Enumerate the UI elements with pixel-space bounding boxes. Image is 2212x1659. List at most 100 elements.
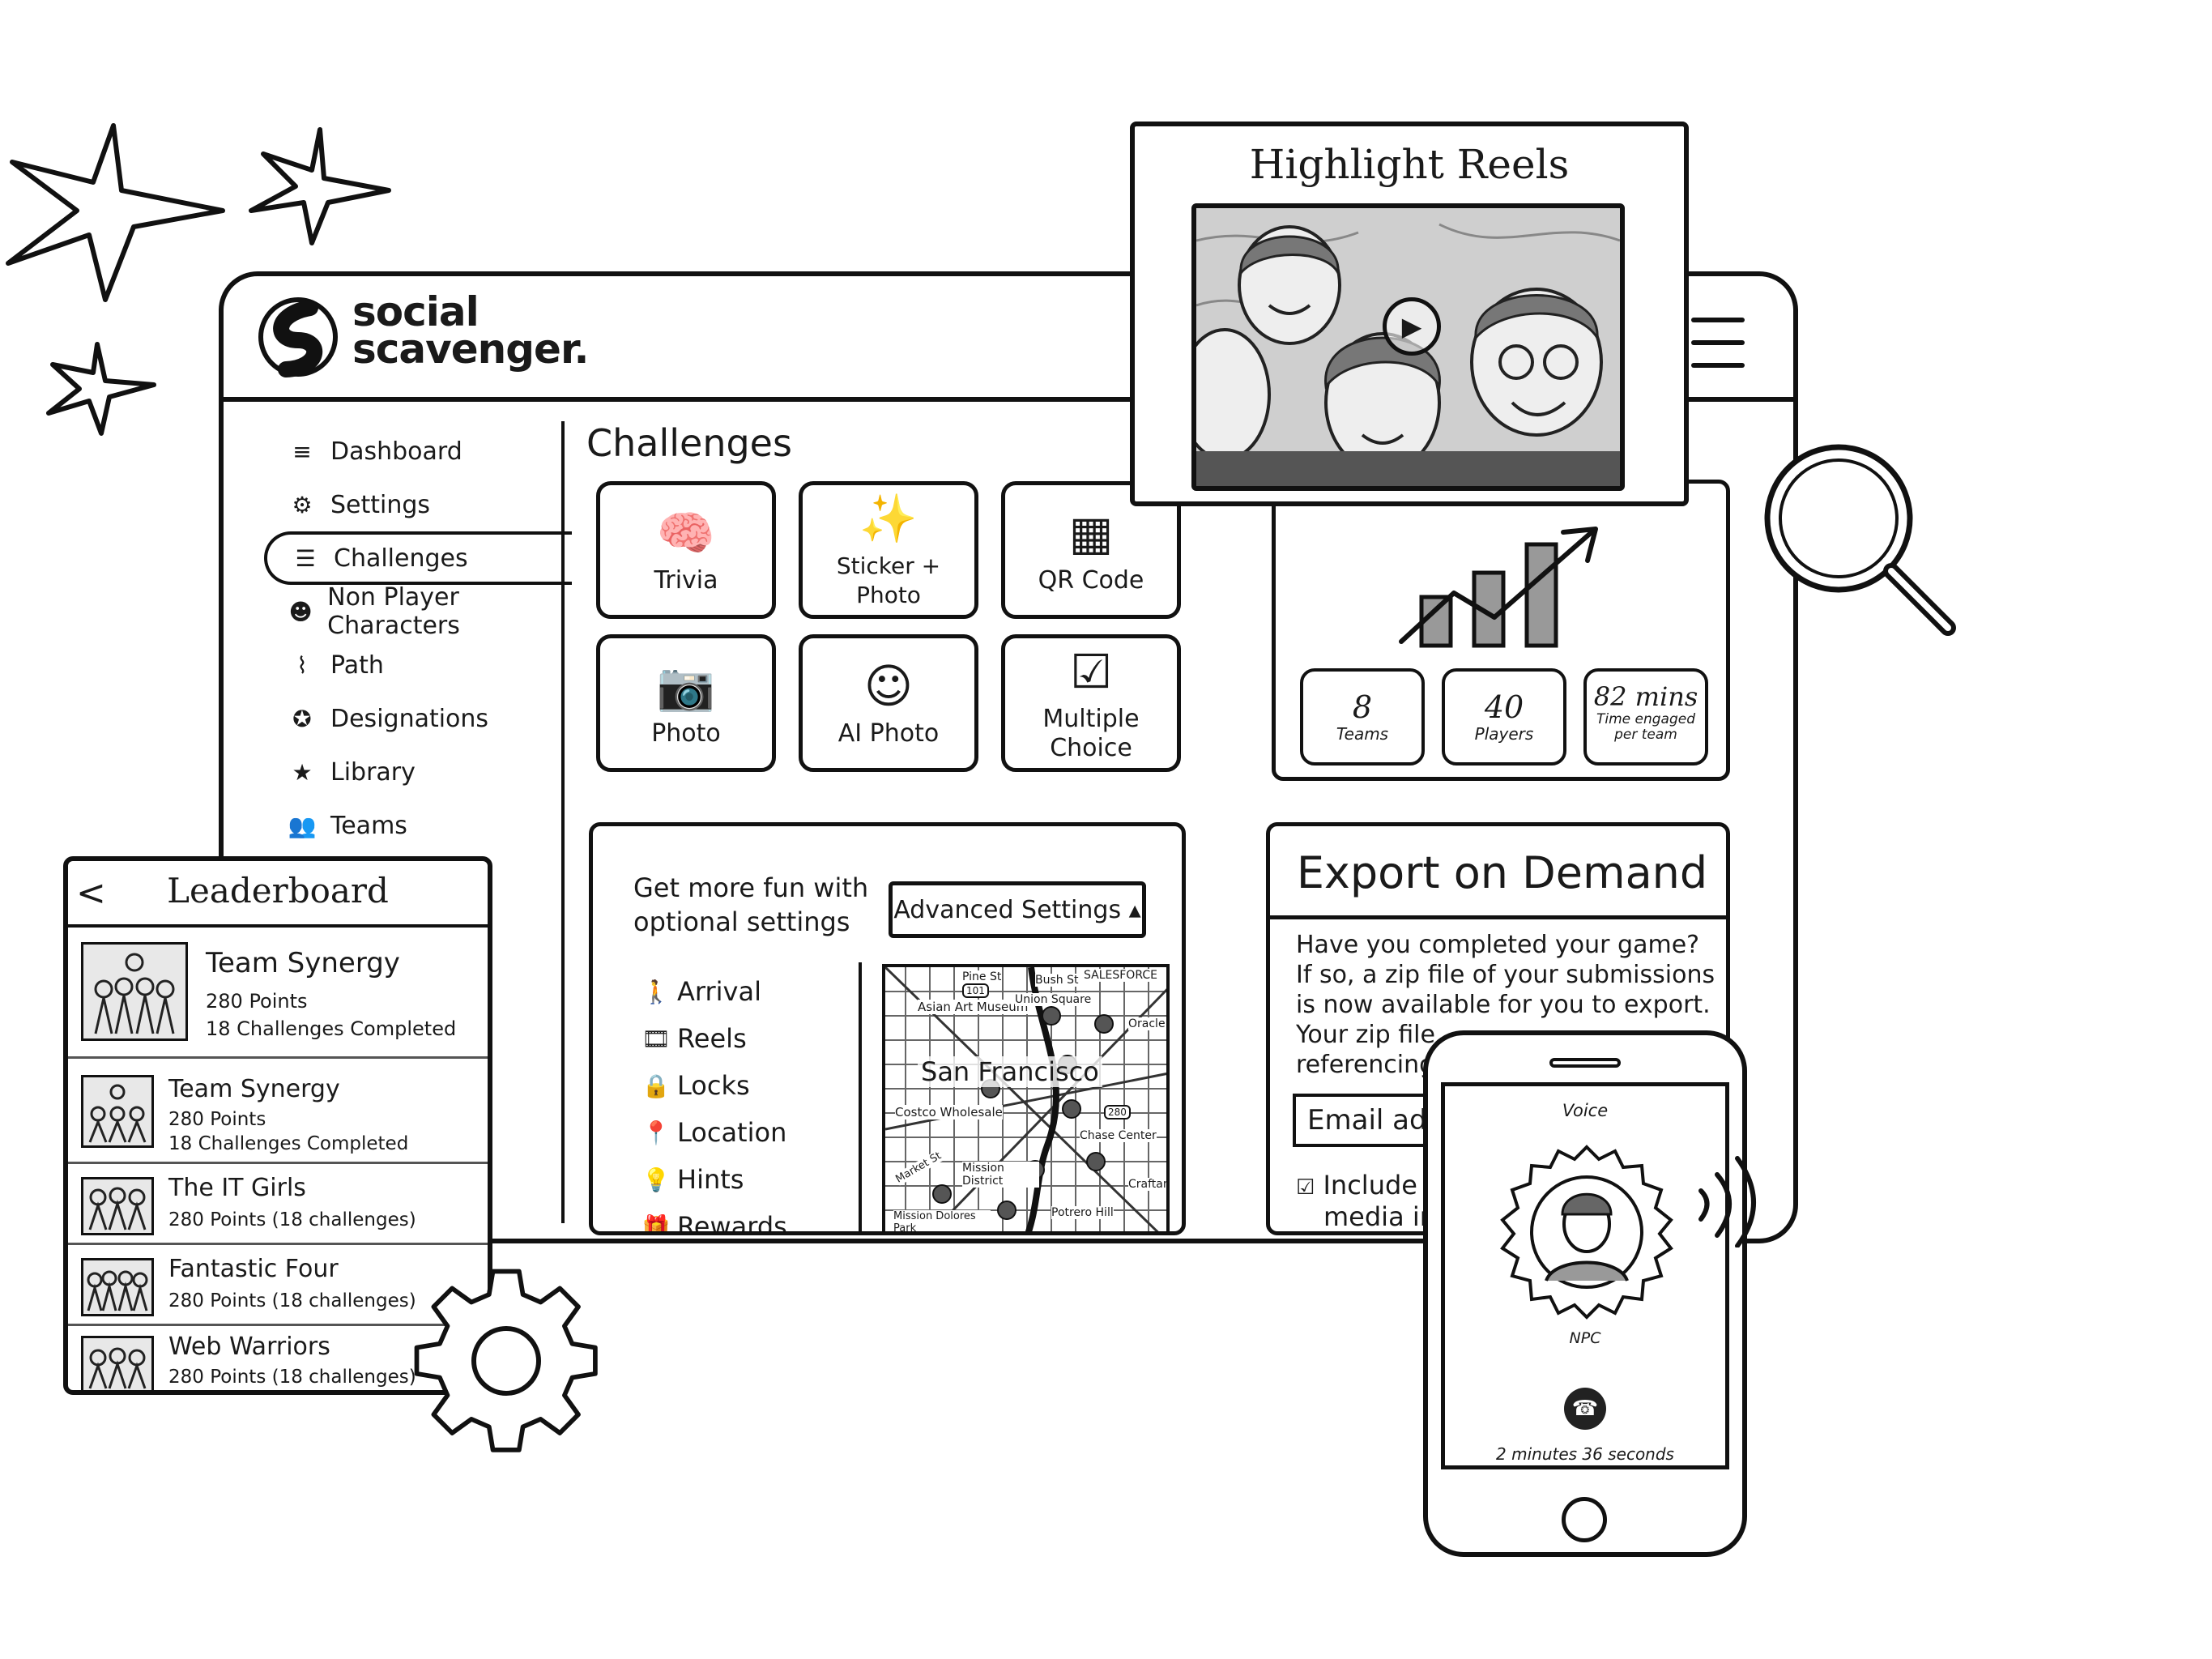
sound-waves-icon [1698, 1156, 1756, 1247]
option-reels[interactable]: 🎞Reels [641, 1015, 787, 1062]
option-location[interactable]: 📍Location [641, 1109, 787, 1156]
include-media-checkbox[interactable]: ☑ Include media in [1296, 1171, 1436, 1231]
map-highway-280: 280 [1104, 1105, 1131, 1120]
sidebar-item-dashboard[interactable]: ≡Dashboard [264, 424, 572, 478]
sidebar-item-teams[interactable]: 👥Teams [264, 799, 572, 852]
reels-video-thumbnail[interactable]: ▶ [1191, 203, 1625, 491]
option-label: Hints [677, 1164, 744, 1195]
challenge-card-ai-photo[interactable]: ☺ AI Photo [799, 634, 978, 772]
advanced-settings-button[interactable]: Advanced Settings ▴ [889, 881, 1146, 938]
brand-line-1: social [352, 288, 479, 335]
checklist-icon: ☰ [295, 544, 316, 572]
stat-value: 82 mins [1593, 681, 1698, 712]
map-city-label: San Francisco [918, 1056, 1102, 1087]
sidebar-item-challenges[interactable]: ☰Challenges [264, 531, 572, 585]
option-label: Reels [677, 1023, 747, 1054]
team-avatar [81, 1177, 154, 1235]
challenge-card-multiple-choice[interactable]: ☑ Multiple Choice [1001, 634, 1181, 772]
lightbulb-icon: 💡 [641, 1166, 671, 1193]
checkbox-icon: ☑ [1296, 1175, 1315, 1200]
header-divider [219, 397, 1798, 402]
challenge-card-label: Trivia [654, 566, 718, 595]
team-name: Team Synergy [168, 1075, 340, 1103]
map-label-dolores-park: Mission Dolores Park [893, 1210, 991, 1231]
challenge-card-label: Sticker + Photo [836, 552, 941, 608]
hang-up-icon[interactable]: ☎ [1564, 1388, 1606, 1430]
team-avatar [81, 1075, 154, 1148]
map-label-chase-center: Chase Center [1080, 1129, 1157, 1142]
sidebar-item-designations[interactable]: ✪ Designations [264, 692, 572, 745]
sidebar-item-library[interactable]: ★Library [264, 745, 572, 799]
team-points: 280 Points (18 challenges) [168, 1367, 416, 1388]
include-tail: media in [1323, 1201, 1437, 1232]
leaderboard-row[interactable]: The IT Girls 280 Points (18 challenges) [68, 1166, 488, 1245]
city-map[interactable]: San Francisco Pine St Bush St SALESFORCE… [882, 964, 1170, 1231]
robot-icon: ☻ [288, 598, 313, 625]
path-icon: ⌇ [296, 651, 308, 679]
sidebar-item-label: Teams [330, 811, 407, 840]
sidebar-item-path[interactable]: ⌇Path [264, 638, 572, 692]
leaderboard-row[interactable]: Fantastic Four 280 Points (18 challenges… [68, 1247, 488, 1326]
sidebar-item-label: Designations [330, 704, 489, 733]
brand-wordmark: social scavenger. [352, 288, 589, 369]
walking-icon: 🚶 [641, 978, 671, 1005]
leaderboard-card: < Leaderboard Team Synergy 280 Points 18… [63, 856, 492, 1395]
export-divider [1270, 915, 1726, 919]
option-locks[interactable]: 🔒Locks [641, 1062, 787, 1109]
team-points: 280 Points (18 challenges) [168, 1290, 416, 1311]
leaderboard-row[interactable]: Team Synergy 280 Points 18 Challenges Co… [68, 931, 488, 1059]
medal-icon: ✪ [292, 705, 312, 732]
phone-speaker [1549, 1058, 1621, 1068]
star-doodle-large-icon [6, 123, 225, 302]
film-icon: 🎞 [641, 1025, 671, 1052]
sidebar-item-label: Settings [330, 490, 431, 519]
logo-icon [258, 297, 338, 377]
option-arrival[interactable]: 🚶Arrival [641, 968, 787, 1015]
bar-chart-trend-icon [1399, 527, 1598, 648]
stat-label: Teams [1336, 724, 1389, 744]
team-detail: 18 Challenges Completed [206, 1017, 457, 1040]
stat-label: Players [1474, 724, 1534, 744]
challenge-card-label: Photo [651, 719, 721, 748]
leaderboard-row[interactable]: Web Warriors 280 Points (18 challenges) [68, 1328, 488, 1390]
stat-value: 40 [1484, 689, 1524, 725]
option-hints[interactable]: 💡Hints [641, 1156, 787, 1203]
phone-mockup: Voice NPC ☎ 2 minutes 36 seconds [1423, 1030, 1747, 1557]
challenge-card-label: QR Code [1038, 566, 1144, 595]
challenge-card-label: AI Photo [837, 719, 940, 748]
sidebar-item-label: Non Player Characters [327, 583, 460, 640]
challenge-card-trivia[interactable]: 🧠 Trivia [596, 481, 776, 619]
stats-panel: 8 Teams 40 Players 82 mins Time engaged … [1272, 480, 1730, 781]
include-label: Include [1323, 1170, 1417, 1201]
page-title: Challenges [586, 421, 792, 465]
option-rewards[interactable]: 🎁Rewards [641, 1203, 787, 1231]
lock-icon: 🔒 [641, 1072, 671, 1099]
option-label: Arrival [677, 976, 761, 1007]
options-list: 🚶Arrival 🎞Reels 🔒Locks 📍Location 💡Hints … [641, 968, 787, 1231]
magic-wand-icon: ✨ [859, 491, 918, 546]
team-name: Team Synergy [206, 947, 400, 979]
map-label-pine: Pine St [962, 970, 1002, 983]
leaderboard-row[interactable]: Team Synergy 280 Points 18 Challenges Co… [68, 1060, 488, 1164]
play-icon[interactable]: ▶ [1383, 297, 1441, 356]
team-avatar [81, 1336, 154, 1390]
call-duration: 2 minutes 36 seconds [1496, 1444, 1674, 1464]
settings-intro: Get more fun with optional settings [633, 872, 869, 937]
export-description: Have you completed your game? If so, a z… [1296, 930, 1717, 1080]
team-points: 280 Points [206, 990, 308, 1013]
sidebar-item-settings[interactable]: ⚙Settings [264, 478, 572, 531]
team-name: Fantastic Four [168, 1255, 339, 1283]
star-icon: ★ [292, 758, 313, 786]
challenge-card-label: Multiple Choice [1042, 705, 1140, 762]
challenge-card-photo[interactable]: 📷 Photo [596, 634, 776, 772]
leaderboard-header: < Leaderboard [68, 861, 488, 928]
challenge-card-sticker-photo[interactable]: ✨ Sticker + Photo [799, 481, 978, 619]
list-icon: ≡ [292, 437, 312, 465]
home-button[interactable] [1562, 1497, 1607, 1542]
team-sketch-icon [88, 1084, 147, 1143]
npc-avatar-icon [1500, 1145, 1673, 1320]
challenge-card-qr-code[interactable]: ▦ QR Code [1001, 481, 1181, 619]
sidebar-item-npc[interactable]: ☻ Non Player Characters [264, 583, 572, 640]
back-icon[interactable]: < [76, 872, 106, 914]
menu-icon[interactable] [1691, 318, 1745, 374]
